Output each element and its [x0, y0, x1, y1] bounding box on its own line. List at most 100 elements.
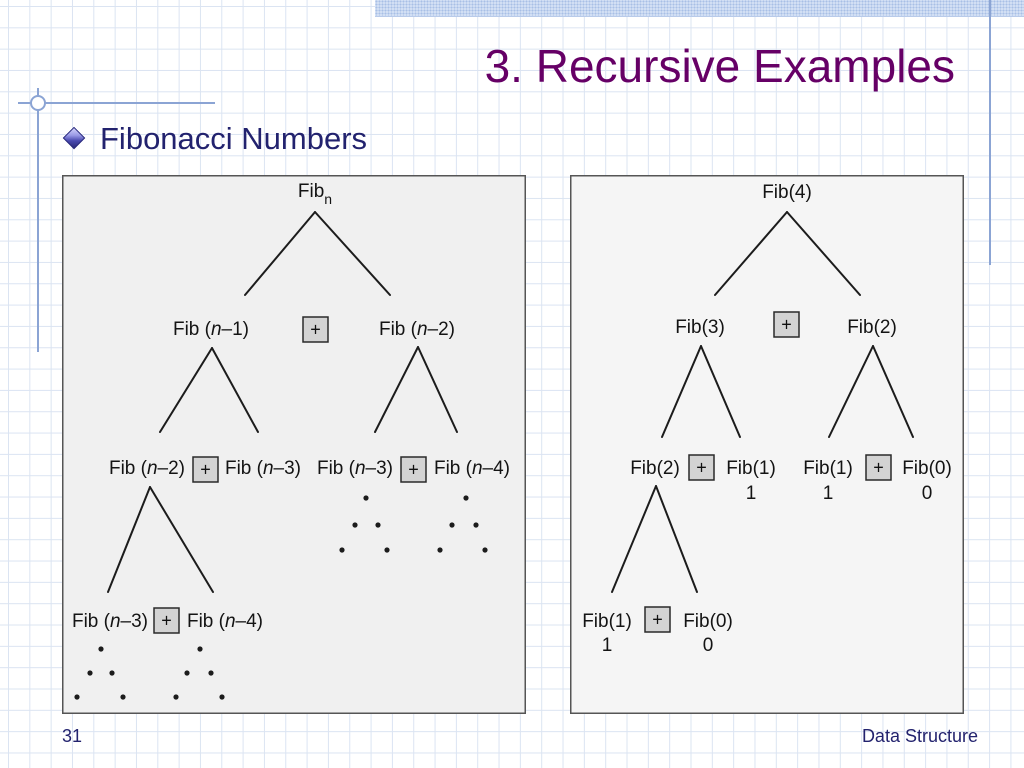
plus-sign: + [200, 460, 211, 480]
continuation-dot [375, 522, 381, 528]
node-label-variable: n [263, 458, 274, 479]
tree-edge [661, 345, 702, 438]
continuation-dot [352, 522, 358, 528]
tree-edge [244, 211, 316, 296]
node-fib-n-minus-3: Fib (n–3) [225, 458, 301, 479]
tree-edges [611, 211, 914, 593]
plus-box [644, 606, 671, 633]
tree-edge [786, 211, 861, 296]
tree-edge [714, 211, 788, 296]
node-fib-1: Fib(1) [726, 458, 776, 479]
node-fib-n-minus-3: Fib (n–3) [317, 458, 393, 479]
tree-edge [314, 211, 391, 296]
continuation-dot [98, 646, 104, 652]
node-label-text: –2) [428, 319, 455, 340]
continuation-dot [173, 694, 179, 700]
node-label-text: –4) [483, 458, 510, 479]
tree-root-node: Fibn [298, 181, 332, 207]
tree-edge [700, 345, 741, 438]
plus-box [773, 311, 800, 338]
tree-edge [374, 346, 419, 433]
tree-edge [211, 347, 259, 433]
continuation-dot [219, 694, 225, 700]
tree-edge [159, 347, 213, 433]
node-fib-3: Fib(3) [675, 317, 725, 338]
tree-edge [828, 345, 874, 438]
continuation-dots [74, 646, 126, 700]
node-fib-2: Fib(2) [630, 458, 680, 479]
node-fib-1: Fib(1) [803, 458, 853, 479]
footer-title: Data Structure [861, 726, 978, 746]
plus-sign: + [696, 458, 707, 478]
tree-edge [872, 345, 914, 438]
node-label-text: Fib ( [317, 458, 356, 479]
node-fib-0: Fib(0) [683, 611, 733, 632]
continuation-dot [184, 670, 190, 676]
node-label-variable: n [110, 611, 121, 632]
node-fib-n-minus-1: Fib (n–1) [173, 319, 249, 340]
plus-operator: + [773, 311, 800, 338]
node-fib-n-minus-4: Fib (n–4) [434, 458, 510, 479]
fib-general-recursion-tree: Fibn Fib (n–1) + Fib (n–2) Fib (n–2) + F… [62, 175, 526, 714]
node-label-text: Fib ( [173, 319, 212, 340]
plus-box [688, 454, 715, 481]
node-label-variable: n [417, 319, 428, 340]
tree-root-node: Fib(4) [762, 182, 812, 203]
node-fib-1: Fib(1) [582, 611, 632, 632]
continuation-dot [473, 522, 479, 528]
root-label: Fib [298, 181, 324, 202]
bullet-text: Fibonacci Numbers [100, 121, 368, 156]
plus-sign: + [310, 320, 321, 340]
continuation-dot [449, 522, 455, 528]
left-decor-line [37, 88, 39, 352]
node-label-variable: n [472, 458, 483, 479]
node-fib-0: Fib(0) [902, 458, 952, 479]
continuation-dot [74, 694, 80, 700]
tree-edge [107, 486, 151, 593]
slide-title: 3. Recursive Examples [484, 40, 955, 92]
plus-box [302, 316, 329, 343]
node-label-text: –1) [222, 319, 249, 340]
tree-edge [417, 346, 458, 433]
plus-box [865, 454, 892, 481]
node-value: 1 [823, 483, 834, 504]
continuation-dots [173, 646, 225, 700]
header-decor-band [375, 0, 1024, 17]
node-label-text: –3) [274, 458, 301, 479]
continuation-dot [339, 547, 345, 553]
node-label-text: Fib ( [379, 319, 418, 340]
plus-sign: + [873, 458, 884, 478]
node-fib-n-minus-2: Fib (n–2) [109, 458, 185, 479]
plus-operator: + [302, 316, 329, 343]
node-label-text: Fib ( [225, 458, 264, 479]
continuation-dot [482, 547, 488, 553]
node-fib-n-minus-3: Fib (n–3) [72, 611, 148, 632]
root-subscript: n [324, 191, 332, 207]
node-label-text: –3) [366, 458, 393, 479]
node-label-text: Fib ( [187, 611, 226, 632]
fib-4-recursion-tree: Fib(4) Fib(3) + Fib(2) Fib(2) + Fib(1) 1… [570, 175, 964, 714]
continuation-dot [437, 547, 443, 553]
node-fib-n-minus-2: Fib (n–2) [379, 319, 455, 340]
continuation-dot [384, 547, 390, 553]
node-label-variable: n [211, 319, 222, 340]
continuation-dot [463, 495, 469, 501]
corner-ring-decor [30, 95, 46, 111]
title-rule-decor-line [18, 102, 215, 104]
plus-operator: + [688, 454, 715, 481]
figure-frame [62, 175, 526, 714]
plus-sign: + [652, 610, 663, 630]
continuation-dot [363, 495, 369, 501]
node-value: 1 [746, 483, 757, 504]
node-label-variable: n [147, 458, 158, 479]
page-number: 31 [62, 726, 83, 746]
node-value: 0 [703, 635, 714, 656]
tree-edges [107, 211, 458, 593]
plus-box [400, 456, 427, 483]
node-fib-2: Fib(2) [847, 317, 897, 338]
plus-operator: + [192, 456, 219, 483]
plus-box [192, 456, 219, 483]
continuation-dots [339, 495, 390, 553]
plus-sign: + [781, 315, 792, 335]
continuation-dots [437, 495, 488, 553]
